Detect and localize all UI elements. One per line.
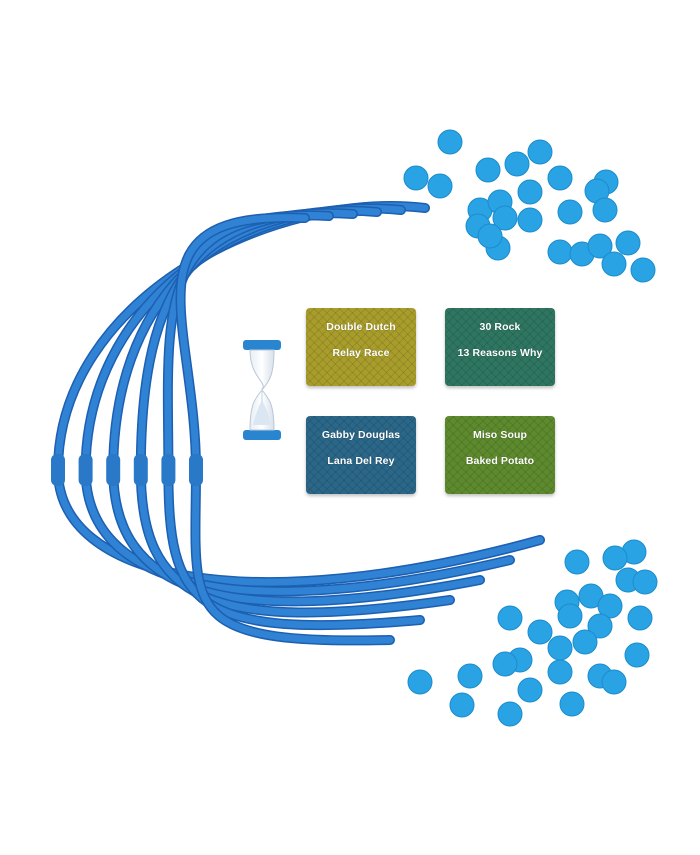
- card-line-2: Baked Potato: [465, 455, 535, 467]
- headbands-group: [51, 201, 545, 646]
- chip: [601, 669, 627, 695]
- card-line-1: Miso Soup: [473, 429, 527, 441]
- card-pattern: [445, 416, 555, 494]
- chip: [587, 613, 613, 639]
- chip: [557, 199, 583, 225]
- headband-clip: [189, 454, 203, 486]
- card-line-2: Lana Del Rey: [327, 455, 395, 467]
- chip: [527, 139, 553, 165]
- chip: [427, 173, 453, 199]
- chip: [624, 642, 650, 668]
- card-pattern: [306, 308, 416, 386]
- chip: [527, 619, 553, 645]
- card-pattern: [306, 416, 416, 494]
- chip: [407, 669, 433, 695]
- card-line-2: Relay Race: [332, 347, 390, 359]
- chip: [572, 629, 598, 655]
- chip: [592, 197, 618, 223]
- headband-shadow: [52, 201, 545, 588]
- chips-group: [403, 129, 658, 727]
- card-line-2: 13 Reasons Why: [457, 347, 543, 359]
- chip: [497, 701, 523, 727]
- chip: [587, 233, 613, 259]
- chip: [564, 549, 590, 575]
- chip: [602, 545, 628, 571]
- chip: [547, 165, 573, 191]
- chip: [547, 659, 573, 685]
- chip: [492, 205, 518, 231]
- card-gabby-douglas: Gabby Douglas Lana Del Rey: [306, 416, 416, 494]
- chip: [597, 593, 623, 619]
- card-line-1: Gabby Douglas: [321, 429, 401, 441]
- headband: [54, 202, 544, 586]
- chip: [557, 603, 583, 629]
- chip: [449, 692, 475, 718]
- card-line-1: Double Dutch: [326, 321, 396, 333]
- chip: [517, 179, 543, 205]
- chip: [403, 165, 429, 191]
- chip: [630, 257, 656, 283]
- chip: [632, 569, 658, 595]
- card-30-rock: 30 Rock 13 Reasons Why: [445, 308, 555, 386]
- chip: [437, 129, 463, 155]
- chip: [517, 207, 543, 233]
- sand-timer-icon: [243, 340, 281, 440]
- chip: [547, 239, 573, 265]
- chip: [504, 151, 530, 177]
- chip: [497, 605, 523, 631]
- headband-clip: [161, 454, 176, 486]
- card-miso-soup: Miso Soup Baked Potato: [445, 416, 555, 494]
- chip: [475, 157, 501, 183]
- chip: [559, 691, 585, 717]
- chip: [457, 663, 483, 689]
- headband-clip: [78, 454, 93, 486]
- chip: [492, 651, 518, 677]
- card-double-dutch: Double Dutch Relay Race: [306, 308, 416, 386]
- headband-clip: [51, 454, 65, 486]
- chip: [601, 251, 627, 277]
- chip: [627, 605, 653, 631]
- headband-clip: [133, 454, 148, 486]
- chip: [615, 230, 641, 256]
- chip: [547, 635, 573, 661]
- card-pattern: [445, 308, 555, 386]
- chip: [517, 677, 543, 703]
- chip: [477, 223, 503, 249]
- card-line-1: 30 Rock: [479, 321, 521, 333]
- headband-clip: [106, 454, 121, 486]
